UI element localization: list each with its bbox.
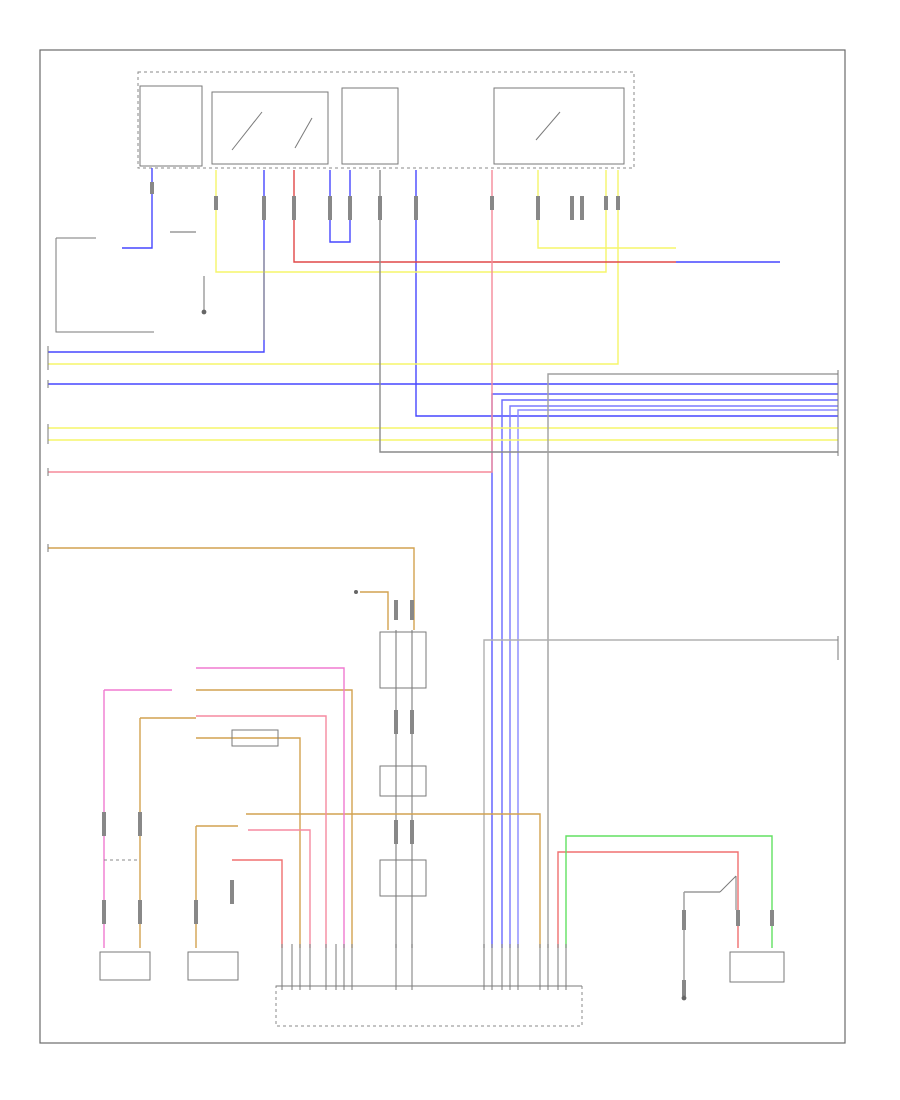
ground-symbols [201, 309, 687, 1001]
gray-wires [170, 170, 838, 990]
right-sensor-switch [719, 875, 737, 910]
green-wires [565, 835, 773, 948]
terminal-strip [281, 944, 567, 990]
relay-switch-3 [535, 111, 561, 141]
splice-point-1 [354, 590, 358, 594]
blue-wires [48, 168, 838, 948]
tan-wires [48, 547, 541, 948]
left-switch-box [55, 237, 154, 333]
connector-pins [102, 182, 774, 996]
right-sensor-box [729, 951, 785, 983]
ground-point-1 [201, 309, 207, 315]
second-sensor-box [187, 951, 239, 981]
top-fuse-relay-box [137, 71, 635, 169]
ground-point-2 [681, 995, 687, 1001]
relay-switch-1 [231, 111, 263, 151]
middle-connectors [231, 631, 427, 897]
red-wires [48, 170, 739, 948]
control-module-box [275, 985, 583, 1027]
bottom-components [99, 951, 785, 1027]
left-sensor-box [99, 951, 151, 981]
relay-switch-2 [294, 117, 313, 149]
diagram-frame [39, 49, 846, 1044]
